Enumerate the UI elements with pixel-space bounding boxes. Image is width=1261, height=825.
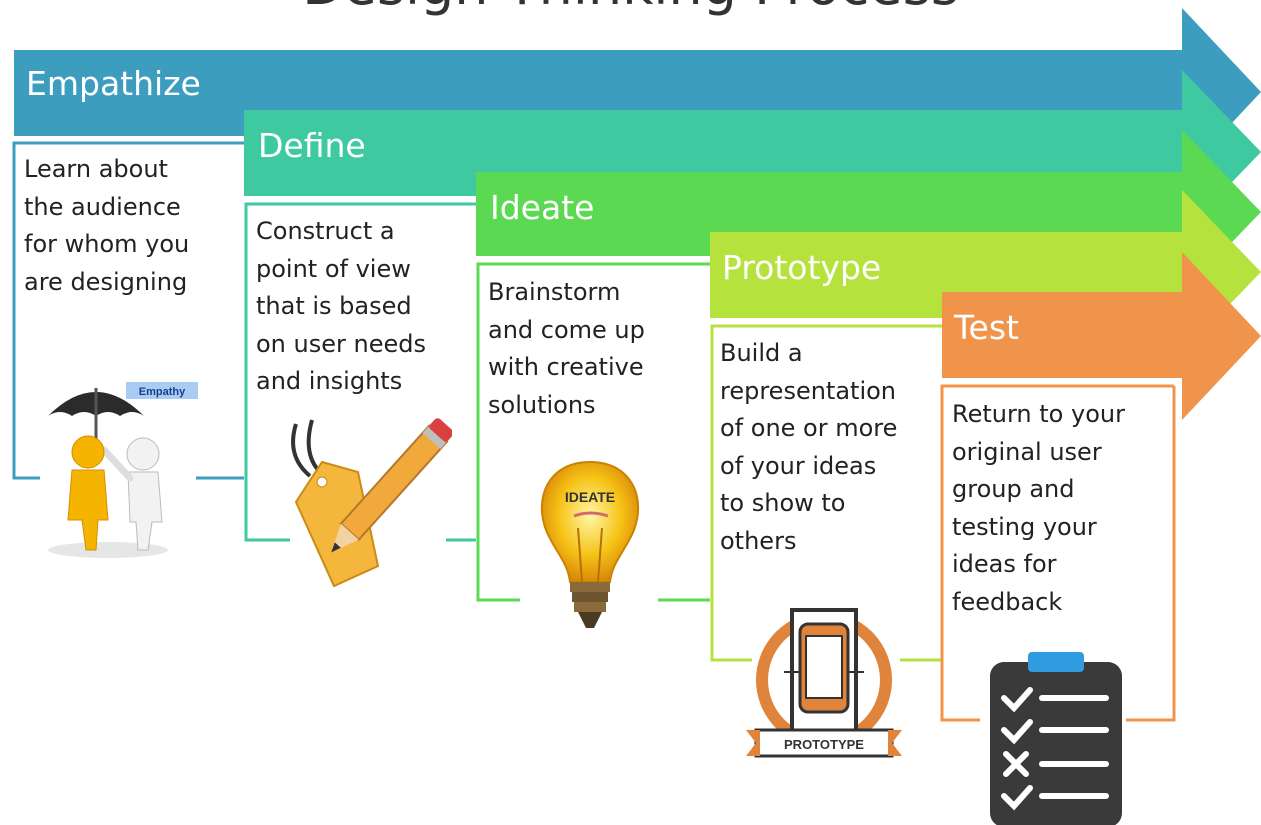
prototype-badge-label: PROTOTYPE <box>784 737 864 752</box>
description-line: Learn about <box>24 155 168 183</box>
test-arrow <box>942 252 1261 420</box>
description-line: group and <box>952 475 1075 503</box>
stage-label-empathize: Empathize <box>26 64 201 103</box>
stage-description-test: Return to your original user group and t… <box>952 396 1125 621</box>
description-line: Build a <box>720 339 803 367</box>
description-line: to show to <box>720 489 846 517</box>
description-line: original user <box>952 437 1102 466</box>
description-line: the audience <box>24 192 181 221</box>
checklist-clipboard-icon <box>990 652 1122 825</box>
description-line: testing your <box>952 512 1097 541</box>
stage-label-ideate: Ideate <box>490 188 595 227</box>
stage-label-prototype: Prototype <box>722 248 882 287</box>
description-line: others <box>720 526 797 555</box>
stage-label-test: Test <box>954 308 1019 347</box>
stage-description-prototype: Build a representation of one or more of… <box>720 335 897 560</box>
description-line: feedback <box>952 587 1063 616</box>
description-line: Construct a <box>256 217 395 245</box>
description-line: of your ideas <box>720 451 877 480</box>
description-line: on user needs <box>256 329 426 358</box>
stage-description-define: Construct a point of view that is based … <box>256 213 426 401</box>
description-line: with creative <box>488 353 644 381</box>
description-line: point of view <box>256 254 411 283</box>
description-line: representation <box>720 376 897 405</box>
define-bracket <box>244 202 476 542</box>
empathize-bracket <box>12 141 244 480</box>
description-line: solutions <box>488 390 596 419</box>
description-line: and insights <box>256 367 403 395</box>
description-line: and come up <box>488 315 645 344</box>
stage-description-ideate: Brainstorm and come up with creative sol… <box>488 274 645 424</box>
lightbulb-icon: IDEATE <box>541 460 639 628</box>
empathy-tag-label: Empathy <box>139 386 186 398</box>
ideate-bracket <box>476 262 710 602</box>
test-bracket <box>940 384 1174 722</box>
tag-pencil-icon <box>291 418 452 588</box>
stage-description-empathize: Learn about the audience for whom you ar… <box>24 151 189 301</box>
description-line: of one or more <box>720 414 898 442</box>
description-line: that is based <box>256 292 412 320</box>
stage-label-define: Define <box>258 126 366 165</box>
description-line: ideas for <box>952 550 1057 578</box>
prototype-bracket <box>710 324 942 662</box>
ideate-bulb-label: IDEATE <box>565 489 615 505</box>
page-title: Design Thinking Process <box>0 0 1261 16</box>
prototype-phone-icon: PROTOTYPE <box>746 608 902 758</box>
empathy-figures-icon: Empathy <box>48 382 198 558</box>
description-line: Return to your <box>952 400 1125 428</box>
description-line: for whom you <box>24 230 190 258</box>
description-line: Brainstorm <box>488 278 621 306</box>
description-line: are designing <box>24 267 188 296</box>
